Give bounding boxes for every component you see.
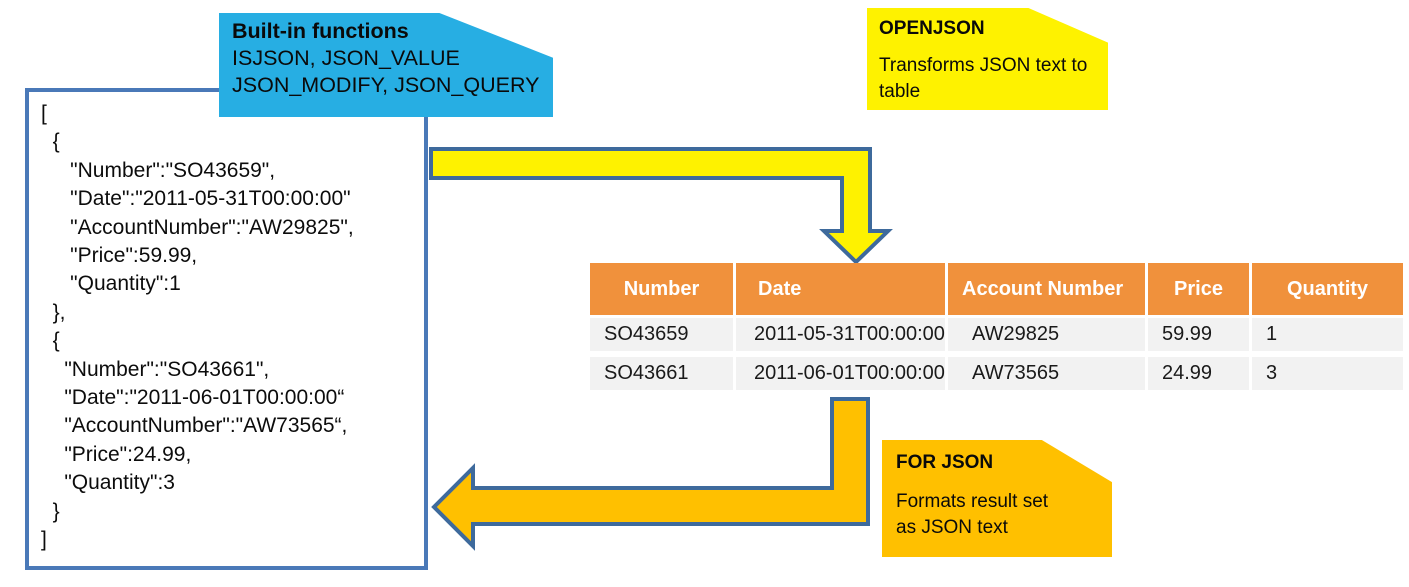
table-cell: 3: [1252, 357, 1403, 390]
table-row: SO43659 2011-05-31T00:00:00 AW29825 59.9…: [590, 318, 1403, 351]
builtin-functions-callout: Built-in functions ISJSON, JSON_VALUE JS…: [219, 13, 553, 117]
result-table: Number Date Account Number Price Quantit…: [590, 263, 1403, 390]
column-header-quantity: Quantity: [1252, 263, 1403, 315]
builtin-functions-list: ISJSON, JSON_VALUE JSON_MODIFY, JSON_QUE…: [232, 46, 540, 97]
table-cell: 1: [1252, 318, 1403, 351]
forjson-callout: FOR JSON Formats result set as JSON text: [882, 440, 1112, 557]
openjson-arrow: [429, 147, 893, 265]
forjson-arrow: [431, 397, 870, 551]
table-row: SO43661 2011-06-01T00:00:00 AW73565 24.9…: [590, 357, 1403, 390]
builtin-functions-title: Built-in functions: [232, 19, 409, 43]
table-cell: 59.99: [1148, 318, 1252, 351]
table-header-row: Number Date Account Number Price Quantit…: [590, 263, 1403, 315]
openjson-description: Transforms JSON text to table: [879, 55, 1088, 102]
table-cell: SO43661: [590, 357, 736, 390]
column-header-account: Account Number: [948, 263, 1148, 315]
table-cell: 2011-06-01T00:00:00: [736, 357, 948, 390]
table-cell: AW29825: [948, 318, 1148, 351]
table-cell: SO43659: [590, 318, 736, 351]
table-cell: AW73565: [948, 357, 1148, 390]
forjson-title: FOR JSON: [896, 452, 994, 473]
table-cell: 24.99: [1148, 357, 1252, 390]
openjson-title: OPENJSON: [879, 18, 985, 39]
forjson-description: Formats result set as JSON text: [896, 491, 1049, 538]
column-header-price: Price: [1148, 263, 1252, 315]
column-header-date: Date: [736, 263, 948, 315]
column-header-number: Number: [590, 263, 736, 315]
json-code: [ { "Number":"SO43659", "Date":"2011-05-…: [41, 102, 354, 552]
table-cell: 2011-05-31T00:00:00: [736, 318, 948, 351]
json-text-panel: [ { "Number":"SO43659", "Date":"2011-05-…: [25, 88, 428, 570]
